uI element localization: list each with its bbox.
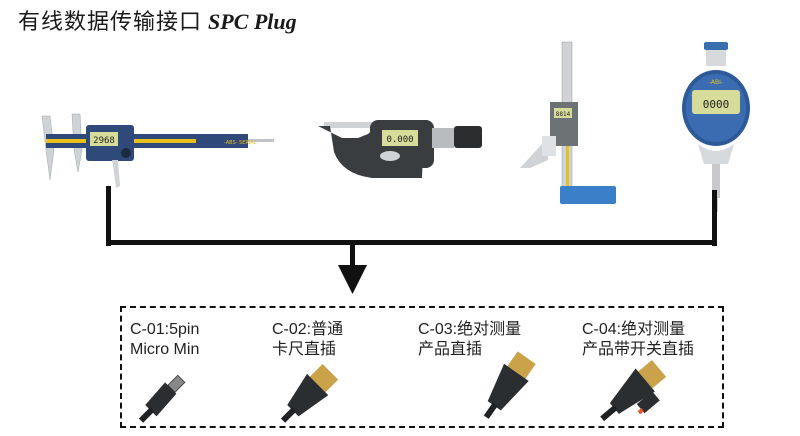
plug-c02-desc: 卡尺直插 <box>272 341 337 358</box>
down-arrow-icon <box>338 265 367 294</box>
plug-c04-desc: 产品带开关直插 <box>582 341 695 358</box>
caliper-display: 2968 <box>93 136 115 146</box>
plug-c03-label: C-03:绝对测量 产品直插 <box>418 320 521 360</box>
title-chinese: 有线数据传输接口 <box>18 10 203 35</box>
height-gauge-display: 8814 <box>556 111 571 118</box>
digital-height-gauge: 8814 <box>520 41 616 204</box>
connector-right <box>712 190 717 246</box>
digital-caliper: 2968 -ABS- SERIAL <box>41 113 274 188</box>
connector-left <box>106 186 111 246</box>
plug-c01-label: C-01:5pin Micro Min <box>130 320 199 360</box>
plug-c03-image <box>483 351 536 419</box>
plug-c04-code: C-04:绝对测量 <box>582 321 686 338</box>
micrometer-display: 0.000 <box>386 135 413 145</box>
indicator-brand: -ABI- <box>709 79 723 86</box>
connector-horizontal <box>106 240 717 245</box>
plug-c04-image <box>600 359 667 422</box>
indicator-display: 0000 <box>703 98 730 111</box>
plug-c01-code: C-01:5pin <box>130 321 200 338</box>
plug-c02-code: C-02:普通 <box>272 321 344 338</box>
plug-c03-desc: 产品直插 <box>418 341 483 358</box>
caliper-brand: -ABS- SERIAL <box>224 140 257 146</box>
plug-options-box <box>120 306 724 428</box>
digital-micrometer: 0.000 <box>318 120 482 178</box>
arrow-shaft <box>350 245 355 267</box>
plug-c01-image <box>138 374 186 423</box>
digital-indicator: -ABI- 0000 <box>682 42 750 212</box>
title-english: SPC Plug <box>208 9 297 34</box>
plug-c02-image <box>280 364 339 423</box>
plug-c04-label: C-04:绝对测量 产品带开关直插 <box>582 320 694 360</box>
plug-c02-label: C-02:普通 卡尺直插 <box>272 320 343 360</box>
plug-c03-code: C-03:绝对测量 <box>418 321 522 338</box>
plug-c01-desc: Micro Min <box>130 341 200 358</box>
